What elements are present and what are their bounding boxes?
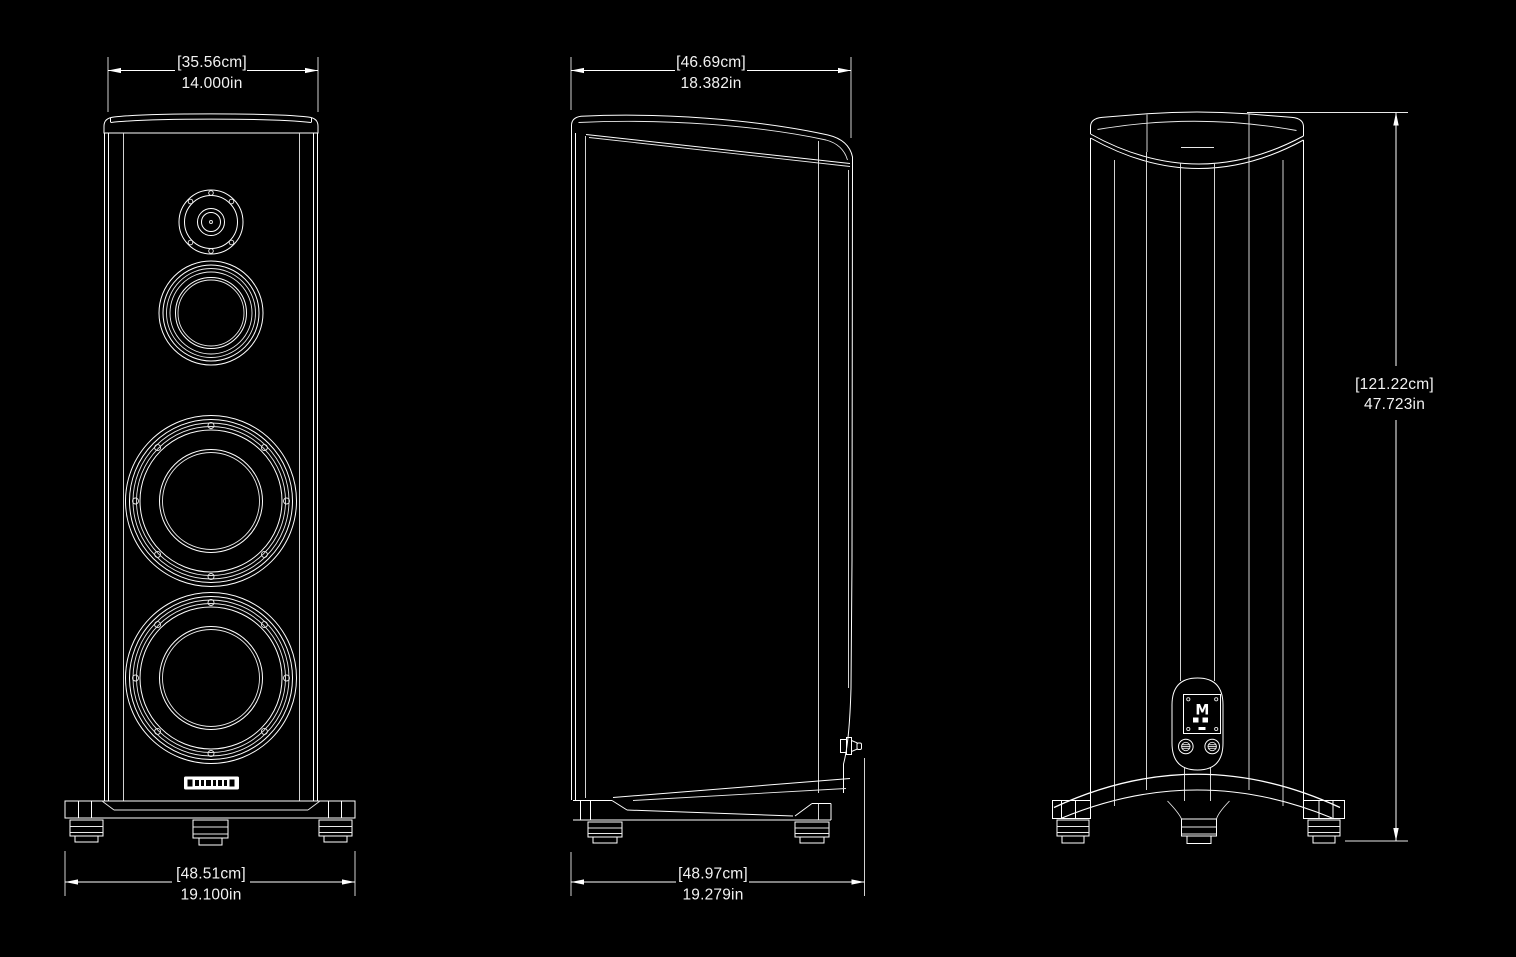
midrange-driver bbox=[158, 260, 264, 366]
front-cabinet-edges bbox=[104, 133, 318, 801]
woofer-bolt bbox=[154, 727, 162, 735]
rear-contour-lines bbox=[1090, 138, 1304, 806]
woofer-bolt bbox=[207, 599, 215, 606]
binding-post-right bbox=[1204, 738, 1220, 755]
brand-logo-letter: M bbox=[1195, 703, 1209, 719]
arrow-up bbox=[1393, 112, 1399, 126]
side-top-cap bbox=[571, 114, 853, 167]
plate-label-mark bbox=[1198, 727, 1206, 730]
dim-front-base-imperial: 19.100in bbox=[180, 887, 241, 904]
woofer-bolt bbox=[154, 444, 162, 452]
dim-front-width-imperial: 14.000in bbox=[181, 75, 242, 92]
logo-mark bbox=[1202, 717, 1208, 723]
tweeter-bolt bbox=[208, 248, 214, 254]
brand-nameplate bbox=[184, 776, 239, 790]
terminal-capsule: M bbox=[1171, 677, 1224, 801]
dim-side-depth-metric: [46.69cm] bbox=[676, 54, 746, 71]
terminal-plate bbox=[1183, 694, 1221, 734]
front-top-cap bbox=[103, 113, 319, 134]
side-foot-rear bbox=[794, 821, 830, 844]
woofer-bolt bbox=[132, 674, 139, 682]
dim-front-width-metric: [35.56cm] bbox=[177, 54, 247, 71]
front-foot-right bbox=[318, 819, 353, 843]
arrow-left bbox=[65, 879, 78, 885]
tweeter bbox=[178, 189, 244, 255]
arrow-right bbox=[838, 67, 851, 74]
dim-side-base-metric: [48.97cm] bbox=[678, 866, 748, 883]
logo-mark bbox=[1193, 717, 1199, 723]
rear-foot-right bbox=[1307, 819, 1341, 844]
rear-base-arch bbox=[1052, 773, 1345, 820]
rear-top-cap bbox=[1090, 111, 1304, 169]
arrow-right bbox=[851, 879, 865, 885]
woofer-bolt bbox=[207, 573, 215, 580]
front-view bbox=[64, 113, 356, 846]
tweeter-bolt bbox=[228, 239, 235, 246]
rear-foot-center bbox=[1181, 818, 1217, 844]
plate-screw bbox=[1214, 697, 1219, 702]
tweeter-bolt bbox=[187, 198, 194, 205]
side-rear-edge bbox=[818, 141, 853, 793]
dim-height: [121.22cm] 47.723in bbox=[1247, 112, 1434, 842]
dim-front-base-width: [48.51cm] 19.100in bbox=[64, 851, 356, 904]
woofer-bolt bbox=[283, 674, 290, 682]
arrow-right bbox=[305, 67, 318, 74]
woofer-upper bbox=[125, 415, 297, 587]
tweeter-bolt bbox=[208, 190, 214, 196]
front-foot-center bbox=[192, 819, 229, 846]
woofer-bolt bbox=[132, 497, 139, 505]
woofer-bolt bbox=[260, 550, 268, 558]
woofer-bolt bbox=[260, 621, 268, 629]
tweeter-bolt bbox=[228, 198, 235, 205]
dim-side-depth: [46.69cm] 18.382in bbox=[570, 54, 852, 138]
woofer-bolt bbox=[260, 444, 268, 452]
dim-height-metric: [121.22cm] bbox=[1355, 376, 1434, 393]
dim-front-base-metric: [48.51cm] bbox=[176, 866, 246, 883]
arrow-left bbox=[108, 67, 121, 74]
woofer-bolt bbox=[154, 621, 162, 629]
woofer-bolt bbox=[207, 750, 215, 757]
side-foot-front bbox=[587, 821, 623, 844]
dim-side-base-imperial: 19.279in bbox=[682, 887, 743, 904]
side-view bbox=[571, 114, 862, 844]
woofer-bolt bbox=[260, 727, 268, 735]
side-front-edge bbox=[571, 133, 586, 800]
tweeter-bolt bbox=[187, 239, 194, 246]
arrow-left bbox=[571, 879, 584, 885]
dim-side-base-depth: [48.97cm] 19.279in bbox=[570, 758, 865, 904]
dim-side-depth-imperial: 18.382in bbox=[680, 75, 741, 92]
dim-height-imperial: 47.723in bbox=[1364, 396, 1425, 413]
rear-view: M bbox=[1052, 111, 1345, 844]
woofer-bolt bbox=[154, 550, 162, 558]
side-base bbox=[573, 778, 851, 821]
plate-screw bbox=[1186, 726, 1191, 732]
front-foot-left bbox=[69, 819, 104, 843]
woofer-bolt bbox=[207, 422, 215, 429]
woofer-lower bbox=[125, 592, 297, 764]
front-plinth bbox=[64, 800, 356, 819]
rear-foot-left bbox=[1056, 819, 1090, 844]
binding-post-side bbox=[840, 737, 862, 755]
arrow-down bbox=[1393, 828, 1399, 841]
woofer-bolt bbox=[283, 497, 290, 505]
dim-front-width: [35.56cm] 14.000in bbox=[107, 54, 319, 112]
plate-screw bbox=[1214, 726, 1219, 732]
binding-post-left bbox=[1178, 738, 1194, 755]
plate-screw bbox=[1186, 697, 1191, 702]
arrow-left bbox=[571, 67, 584, 74]
arrow-right bbox=[342, 879, 355, 885]
